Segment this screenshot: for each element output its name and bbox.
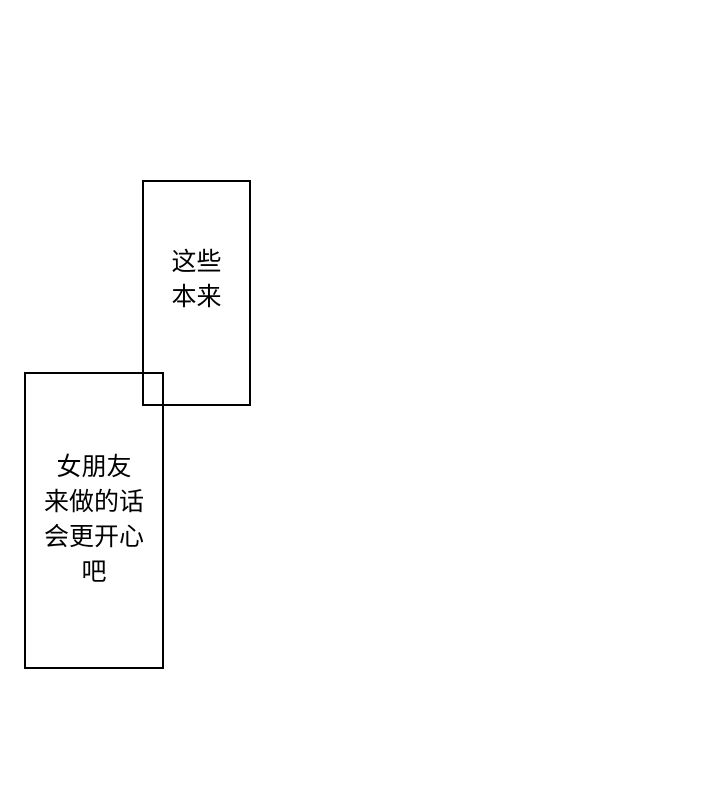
caption-text-bottom: 女朋友 来做的话 会更开心 吧 bbox=[43, 451, 144, 586]
caption-box-bottom: 女朋友 来做的话 会更开心 吧 bbox=[24, 372, 164, 669]
caption-text-top: 这些 本来 bbox=[171, 247, 222, 311]
caption-box-top: 这些 本来 bbox=[142, 180, 251, 406]
